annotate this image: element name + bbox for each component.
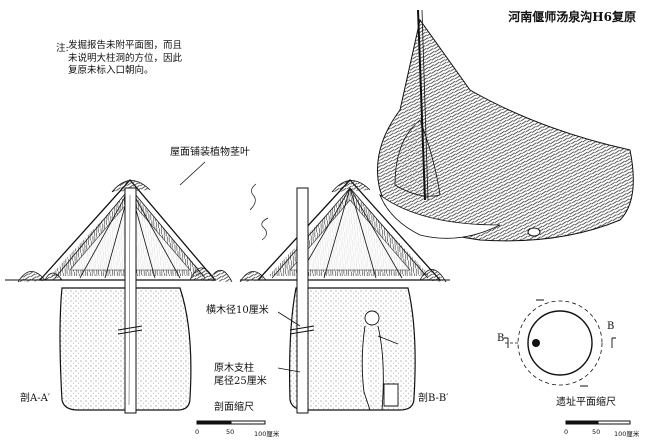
label-plan-scale: 遗址平面缩尺 — [556, 397, 616, 408]
plan-view — [504, 299, 616, 387]
scale-plan-tick-50: 50 — [592, 428, 601, 436]
scale-section-tick-0: 0 — [195, 428, 200, 436]
label-roof-cover: 屋面铺装植物茎叶 — [170, 147, 250, 158]
scale-section-tick-100: 100厘米 — [254, 430, 280, 438]
scale-plan-tick-100: 100厘米 — [614, 430, 640, 438]
scale-plan-tick-0: 0 — [564, 428, 569, 436]
note-text: 发掘报告未附平面图，而且未说明大柱洞的方位，因此复原未标入口朝向。 — [68, 40, 183, 76]
note-prefix: 注: — [56, 43, 69, 54]
post-aa — [124, 187, 137, 414]
post-bb — [296, 187, 309, 414]
perspective-view — [377, 9, 634, 242]
section-bb — [239, 179, 450, 414]
section-aa — [5, 179, 233, 414]
label-section-aa: 剖A-A′ — [20, 393, 51, 404]
scale-bar-plan — [565, 420, 631, 425]
scale-section-tick-50: 50 — [226, 428, 235, 436]
scale-bar-section — [196, 420, 266, 425]
label-section-scale: 剖面缩尺 — [214, 402, 254, 413]
label-post-2: 尾径25厘米 — [214, 376, 267, 387]
leader-lines — [179, 161, 301, 373]
label-crossbeam: 横木径10厘米 — [206, 305, 269, 316]
label-plan-b-right: B — [607, 321, 615, 332]
label-post-1: 原木支柱 — [214, 363, 254, 374]
label-section-bb: 剖B-B′ — [418, 393, 449, 404]
diagram-title: 河南偃师汤泉沟H6复原 — [508, 10, 636, 24]
label-plan-b-left: B — [497, 333, 505, 344]
human-figure — [361, 310, 399, 411]
